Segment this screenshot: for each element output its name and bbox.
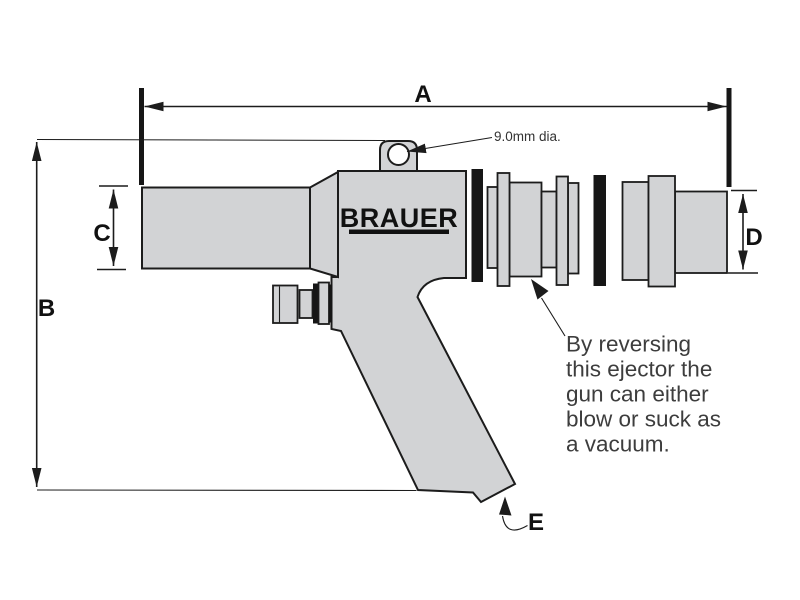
- note-line-2: this ejector the: [566, 357, 712, 382]
- e-arrowhead: [499, 496, 512, 516]
- nozzle-barrel: [141, 186, 311, 270]
- ejector-body-mid: [540, 190, 558, 269]
- annotation-text: 9.0mm dia.: [494, 129, 561, 144]
- ejector-plate-small-left: [486, 186, 499, 269]
- note-line-4: blow or suck as: [566, 407, 721, 432]
- coupler-hub: [621, 181, 650, 281]
- dim-a-label: A: [414, 81, 431, 108]
- gun-body-handle: [330, 170, 517, 504]
- ejector-flange-right: [555, 175, 569, 286]
- side-port-oring: [313, 283, 319, 324]
- oring-left: [471, 169, 483, 282]
- note-line-5: a vacuum.: [566, 432, 670, 457]
- ejector-flange-left: [496, 172, 511, 287]
- oring-right: [593, 175, 606, 286]
- loop-hole: [387, 143, 410, 166]
- coupler-barrel: [674, 190, 728, 274]
- side-port-cap: [272, 284, 299, 324]
- side-port-neck: [298, 289, 314, 319]
- note-line-3: gun can either: [566, 382, 709, 407]
- dim-b-extension-bottom: [36, 489, 417, 492]
- annotation-leader-line: [406, 136, 493, 154]
- dim-d-label: D: [745, 224, 762, 251]
- note-leader-line: [541, 297, 566, 337]
- brand-underline: [349, 229, 449, 234]
- note-line-1: By reversing: [566, 332, 691, 357]
- dim-b-label: B: [38, 295, 55, 322]
- side-port-collar: [317, 281, 330, 325]
- ejector-plate-small-right: [567, 182, 580, 275]
- brand-label: BRAUER: [340, 203, 459, 233]
- side-port-seal: [329, 284, 333, 323]
- coupler-flange: [647, 175, 676, 288]
- note-arrowhead: [531, 279, 549, 300]
- e-leader-curve: [501, 515, 528, 531]
- dim-b-extension-top: [36, 138, 386, 142]
- ejector-body-wide: [508, 181, 543, 278]
- dim-e-label: E: [528, 509, 544, 536]
- dim-c-label: C: [93, 220, 110, 247]
- barrel-taper: [309, 170, 339, 279]
